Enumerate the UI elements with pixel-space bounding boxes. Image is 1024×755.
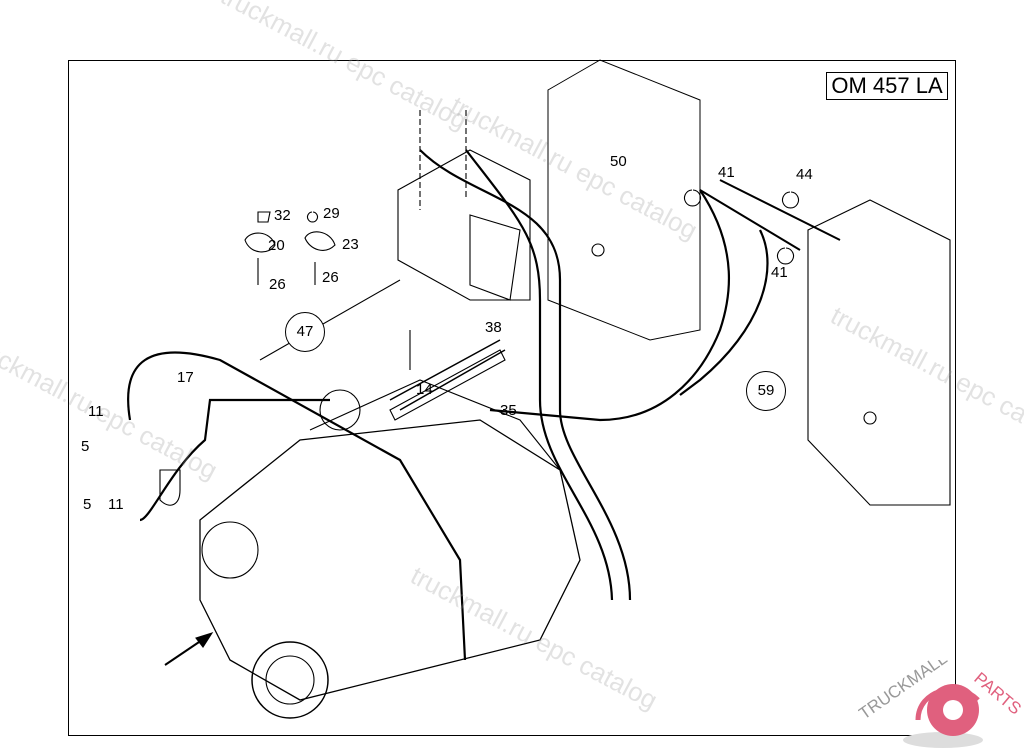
callout-5[interactable]: 5 [83,496,92,513]
callout-50[interactable]: 50 [610,153,627,170]
callout-14[interactable]: 14 [416,381,433,398]
callout-23[interactable]: 23 [342,236,359,253]
callout-26[interactable]: 26 [269,276,286,293]
callout-5[interactable]: 5 [81,438,90,455]
model-label: OM 457 LA [826,72,948,100]
callout-26[interactable]: 26 [322,269,339,286]
callout-38[interactable]: 38 [485,319,502,336]
callout-47[interactable]: 47 [285,312,325,352]
callout-44[interactable]: 44 [796,166,813,183]
callout-11[interactable]: 11 [88,403,104,420]
truckmallparts-logo: TRUCKMALL PARTS [855,649,1024,750]
callout-32[interactable]: 32 [274,207,291,224]
callout-59[interactable]: 59 [746,371,786,411]
callout-41[interactable]: 41 [771,264,788,281]
callout-35[interactable]: 35 [500,402,517,419]
callout-41[interactable]: 41 [718,164,735,181]
callout-29[interactable]: 29 [323,205,340,222]
callout-11[interactable]: 11 [108,496,124,513]
gear-logo-icon: TRUCKMALL PARTS [855,649,1024,748]
callout-17[interactable]: 17 [177,369,194,386]
callout-20[interactable]: 20 [268,237,285,254]
diagram-frame [68,60,956,736]
